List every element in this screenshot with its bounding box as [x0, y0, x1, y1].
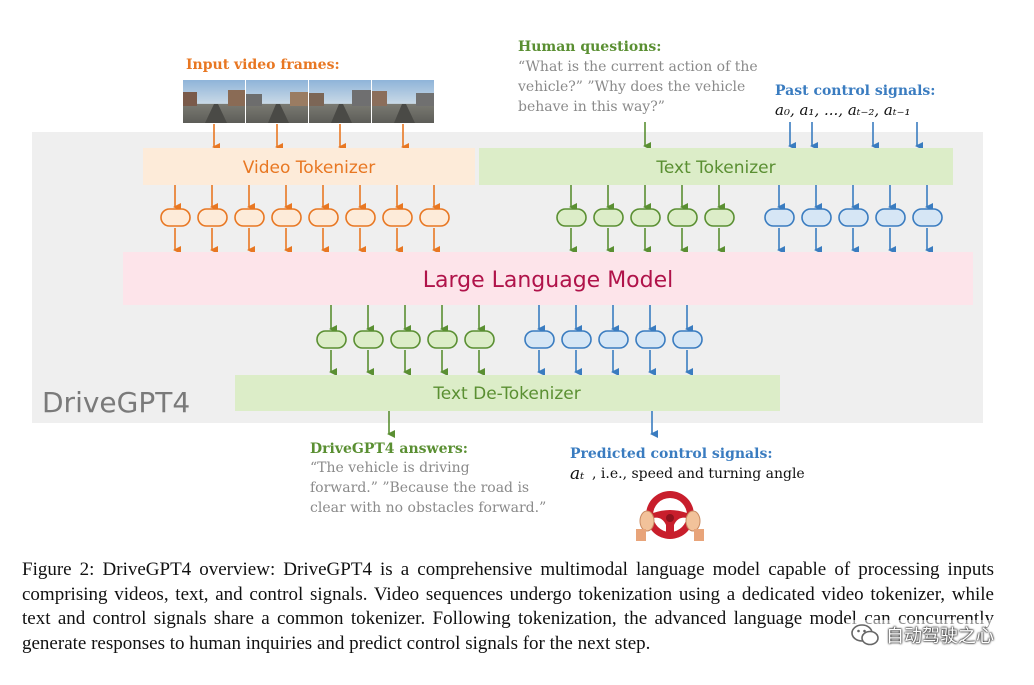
video-token	[271, 208, 302, 227]
figure-caption: Figure 2: DriveGPT4 overview: DriveGPT4 …	[22, 559, 994, 654]
watermark: 自动驾驶之心	[846, 620, 998, 650]
text-token	[704, 208, 735, 227]
video-frame	[183, 80, 245, 123]
answers-line-3: clear with no obstacles forward.”	[310, 500, 546, 516]
llm-box	[123, 252, 973, 305]
text-tokens	[556, 185, 735, 254]
frame-to-tokenizer-arrows	[212, 124, 409, 151]
text-token	[667, 208, 698, 227]
human-questions-line-1: “What is the current action of the	[518, 59, 758, 75]
text-token	[593, 208, 624, 227]
control-tokens	[764, 185, 943, 254]
output-text-token	[464, 330, 495, 349]
video-token	[160, 208, 191, 227]
video-tokenizer-box	[143, 148, 475, 185]
human-questions-line-2: vehicle?” ”Why does the vehicle	[517, 79, 745, 95]
text-tokenizer-box	[479, 148, 953, 185]
human-questions-label: Human questions:	[518, 39, 661, 55]
video-token	[308, 208, 339, 227]
answers-label: DriveGPT4 answers:	[310, 441, 468, 457]
drivegpt4-label: DriveGPT4	[42, 386, 190, 419]
video-frame	[309, 80, 371, 123]
past-control-formula: a₀, a₁, ..., aₜ₋₂, aₜ₋₁	[775, 101, 911, 119]
video-frame	[246, 80, 308, 123]
text-token	[630, 208, 661, 227]
output-control-token	[598, 330, 629, 349]
output-text-token	[427, 330, 458, 349]
text-detokenizer-box	[235, 375, 780, 411]
answers-line-2: forward.” ”Because the road is	[310, 480, 529, 496]
text-token	[556, 208, 587, 227]
output-text-token	[353, 330, 384, 349]
video-tokenizer-label: Video Tokenizer	[243, 158, 376, 178]
input-video-frames-label: Input video frames:	[186, 57, 340, 73]
video-token	[419, 208, 450, 227]
output-control-tokens	[524, 305, 703, 376]
video-token	[234, 208, 265, 227]
video-token	[197, 208, 228, 227]
watermark-text: 自动驾驶之心	[886, 626, 994, 647]
output-control-token	[524, 330, 555, 349]
video-tokens	[160, 185, 450, 254]
output-text-token	[316, 330, 347, 349]
video-frames	[183, 80, 434, 123]
output-control-token	[672, 330, 703, 349]
human-questions-line-3: behave in this way?”	[518, 99, 665, 115]
control-token	[912, 208, 943, 227]
predicted-description: , i.e., speed and turning angle	[592, 466, 805, 482]
video-token	[382, 208, 413, 227]
control-token	[764, 208, 795, 227]
control-token	[801, 208, 832, 227]
text-detokenizer-label: Text De-Tokenizer	[432, 384, 580, 404]
llm-label: Large Language Model	[423, 268, 674, 293]
output-control-token	[561, 330, 592, 349]
past-control-signals-label: Past control signals:	[775, 83, 935, 99]
past-signal-arrows	[788, 122, 923, 150]
output-text-tokens	[316, 305, 495, 376]
wechat-icon	[851, 624, 879, 646]
output-control-token	[635, 330, 666, 349]
control-token	[875, 208, 906, 227]
answers-line-1: “The vehicle is driving	[310, 460, 470, 476]
video-frame	[372, 80, 434, 123]
video-token	[345, 208, 376, 227]
text-tokenizer-label: Text Tokenizer	[655, 158, 775, 178]
output-text-token	[390, 330, 421, 349]
steering-wheel-icon	[636, 491, 704, 541]
control-token	[838, 208, 869, 227]
predicted-symbol: aₜ	[570, 464, 585, 484]
predicted-label: Predicted control signals:	[570, 446, 773, 462]
